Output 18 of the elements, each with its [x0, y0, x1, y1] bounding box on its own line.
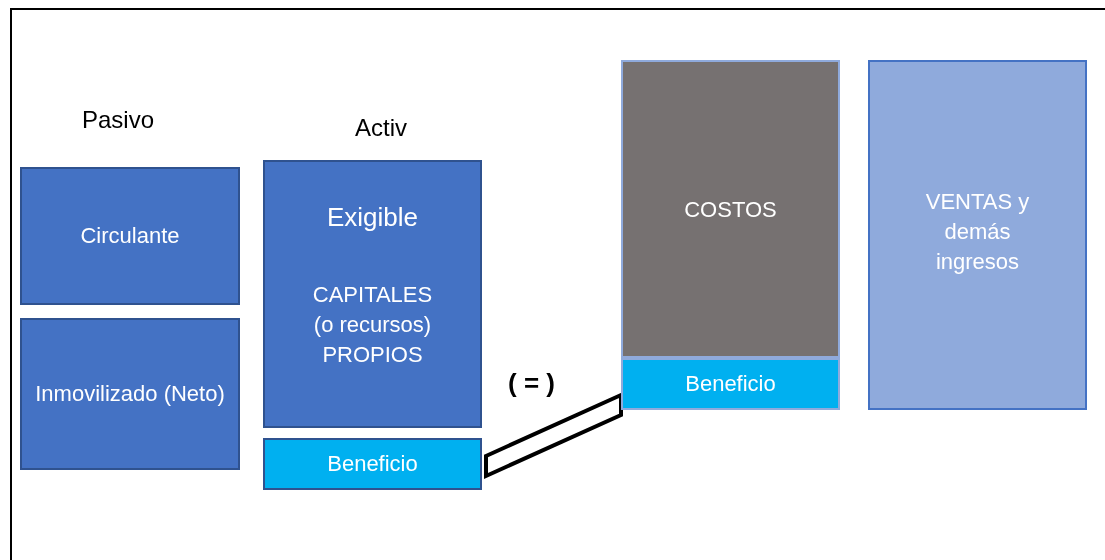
- box-text: VENTAS y demás ingresos: [924, 188, 1031, 276]
- box-text: Beneficio: [685, 370, 776, 398]
- column-heading: Pasivo: [82, 106, 155, 134]
- profit-box: [263, 438, 482, 490]
- box-text: CAPITALES (o recursos) PROPIOS: [311, 281, 434, 369]
- double-line: [484, 391, 623, 480]
- asset-box: [20, 167, 240, 305]
- box-text: Circulante: [80, 222, 180, 250]
- asset-box: [20, 318, 240, 470]
- cost-box: [621, 60, 840, 358]
- column-heading: Activ: [355, 114, 407, 142]
- profit-box: [621, 358, 840, 410]
- box-text: Inmovilizado (Neto): [35, 380, 225, 408]
- box-text: COSTOS: [684, 196, 777, 224]
- revenue-box: [868, 60, 1087, 410]
- box-text: Exigible: [326, 202, 419, 232]
- liability-box: [263, 160, 482, 428]
- box-text: Beneficio: [327, 450, 418, 478]
